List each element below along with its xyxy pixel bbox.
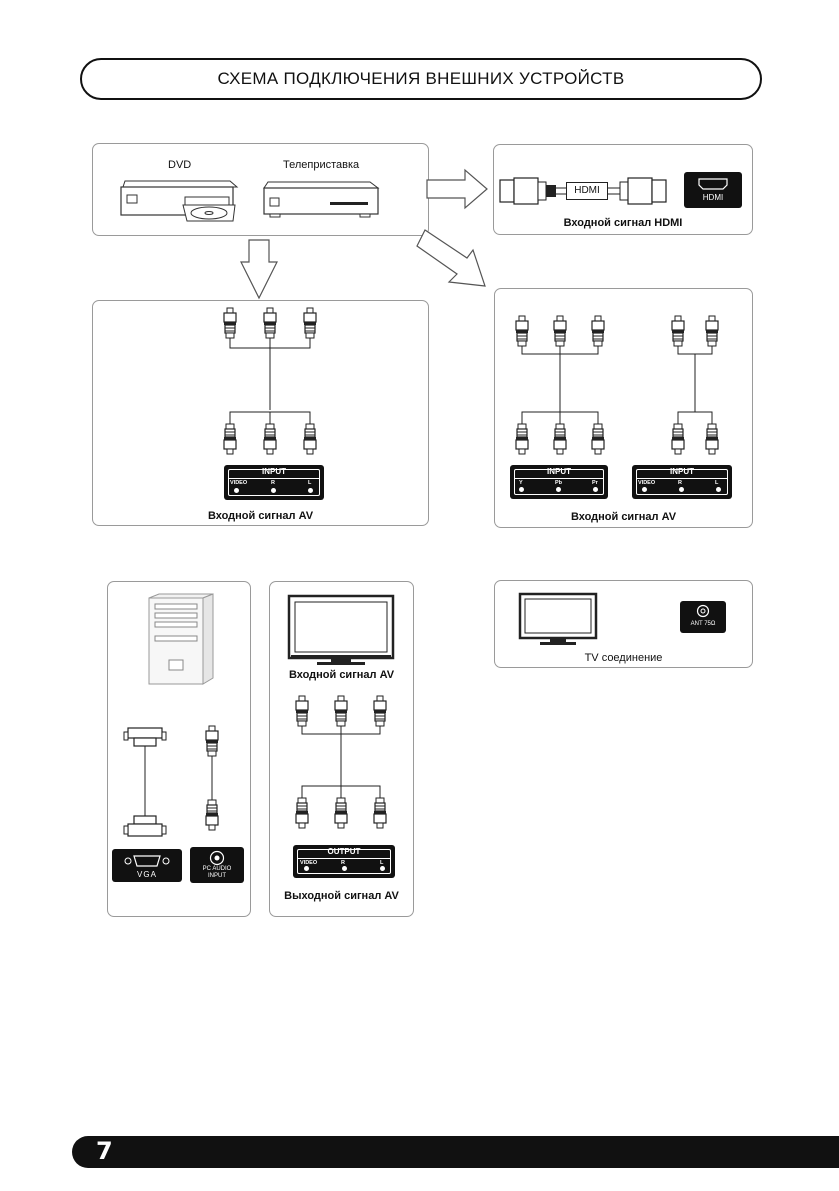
jack-l (308, 488, 313, 493)
arrow-to-av-right (416, 229, 486, 287)
port-label-l-right: L (715, 480, 719, 486)
vga-port-icon (124, 855, 170, 867)
jack-l-right (716, 487, 721, 492)
av-output-cable (295, 695, 387, 829)
page-number: 7 (96, 1137, 113, 1165)
component-cable (515, 315, 719, 455)
dvd-player-icon (120, 180, 239, 222)
antenna-port-label: ANT 75Ω (690, 621, 716, 627)
av-output-top-caption: Входной сигнал AV (288, 669, 395, 681)
jack-pb (556, 487, 561, 492)
tv-icon (518, 592, 598, 645)
footer-bar (72, 1136, 839, 1168)
hdmi-cable-label: HDMI (566, 182, 608, 200)
page-title: СХЕМА ПОДКЛЮЧЕНИЯ ВНЕШНИХ УСТРОЙСТВ (80, 58, 762, 100)
hdmi-caption: Входной сигнал HDMI (563, 217, 683, 229)
output-header: OUTPUT (327, 847, 361, 856)
hdmi-cable-icon (499, 177, 667, 205)
antenna-jack-icon (696, 604, 710, 618)
pc-audio-label-2: INPUT (208, 873, 226, 879)
hdmi-port-label: HDMI (702, 193, 724, 202)
vga-port: VGA (112, 849, 182, 882)
component-input-header: INPUT (547, 467, 571, 476)
hdmi-port-icon (698, 178, 728, 190)
jack-video (234, 488, 239, 493)
port-label-l: L (308, 480, 312, 486)
jack-video-right (642, 487, 647, 492)
vga-port-label: VGA (137, 870, 157, 879)
out-label-l: L (380, 860, 384, 866)
out-jack-l (380, 866, 385, 871)
jack-r-right (679, 487, 684, 492)
av-output-port: OUTPUT VIDEO R L (293, 845, 395, 878)
port-label-y: Y (519, 480, 523, 486)
antenna-port: ANT 75Ω (680, 601, 726, 633)
out-label-r: R (341, 860, 345, 866)
set-top-box-label: Телеприставка (283, 159, 360, 171)
av-input-caption-left: Входной сигнал AV (207, 510, 314, 522)
tv-connection-caption: TV соединение (584, 652, 663, 664)
arrow-to-av-left (240, 239, 278, 300)
component-input-port: INPUT Y Pb Pr (510, 465, 608, 499)
composite-input-port: INPUT VIDEO R L (632, 465, 732, 499)
vga-cable (123, 725, 219, 837)
jack-pr (593, 487, 598, 492)
dvd-label: DVD (168, 159, 192, 171)
port-label-r: R (271, 480, 275, 486)
audio-jack-icon (209, 850, 225, 866)
composite-input-header: INPUT (670, 467, 694, 476)
port-label-video-right: VIDEO (638, 480, 656, 486)
av-cable-left (223, 307, 317, 455)
av-output-caption: Выходной сигнал AV (284, 890, 399, 902)
input-header: INPUT (262, 467, 286, 476)
set-top-box-icon (263, 181, 380, 218)
tv-monitor-icon (287, 594, 395, 665)
av-input-caption-right: Входной сигнал AV (570, 511, 677, 523)
port-label-video: VIDEO (230, 480, 248, 486)
out-jack-r (342, 866, 347, 871)
pc-tower-icon (148, 593, 214, 685)
hdmi-port: HDMI (684, 172, 742, 208)
out-label-video: VIDEO (300, 860, 318, 866)
port-label-pr: Pr (592, 480, 598, 486)
jack-r (271, 488, 276, 493)
arrow-to-hdmi (426, 168, 488, 210)
out-jack-video (304, 866, 309, 871)
pc-audio-port: PC AUDIO INPUT (190, 847, 244, 883)
av-input-port-left: INPUT VIDEO R L (224, 465, 324, 500)
port-label-pb: Pb (555, 480, 563, 486)
pc-audio-label-1: PC AUDIO (202, 866, 232, 872)
jack-y (519, 487, 524, 492)
port-label-r-right: R (678, 480, 682, 486)
